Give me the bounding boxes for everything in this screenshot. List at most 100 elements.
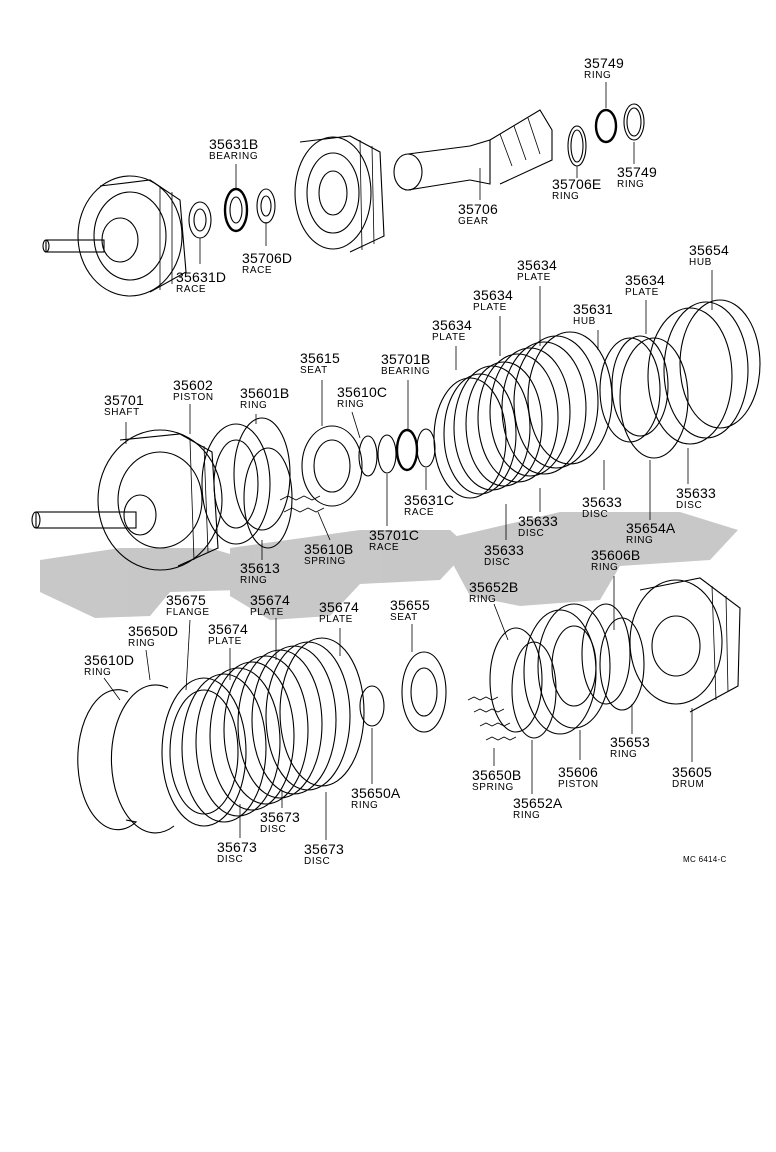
part-number: 35673 xyxy=(260,809,300,825)
part-name: SEAT xyxy=(390,612,418,623)
snap-ring-35610d xyxy=(77,689,138,831)
part-name: RING xyxy=(351,800,379,811)
part-number: 35673 xyxy=(217,839,257,855)
part-name: RING xyxy=(617,179,645,190)
part-number: 35654 xyxy=(689,242,729,258)
drum-35605 xyxy=(629,577,741,713)
ring-35706e xyxy=(567,125,587,167)
part-number: 35654A xyxy=(626,520,676,536)
part-number: 35653 xyxy=(610,734,650,750)
part-name: HUB xyxy=(689,257,712,268)
part-number: 35650A xyxy=(351,785,401,801)
hub-35654 xyxy=(647,299,761,445)
part-name: PLATE xyxy=(208,636,242,647)
ring-35652b xyxy=(489,627,543,733)
part-number: 35615 xyxy=(300,350,340,366)
part-name: PLATE xyxy=(432,332,466,343)
ring-35606b xyxy=(581,603,631,705)
part-name: RING xyxy=(84,667,112,678)
race-35631c xyxy=(416,428,436,468)
piston-35606 xyxy=(523,603,611,735)
part-number: 35606 xyxy=(558,764,598,780)
hub-35631 xyxy=(599,335,669,443)
part-number: 35706 xyxy=(458,201,498,217)
large-hub-top xyxy=(294,135,385,253)
part-name: RING xyxy=(240,400,268,411)
part-name: BEARING xyxy=(381,366,431,377)
ring-35650a xyxy=(359,685,385,727)
part-number: 35650B xyxy=(472,767,522,783)
part-number: 35706D xyxy=(242,250,293,266)
part-name: DISC xyxy=(217,854,244,865)
part-name: DISC xyxy=(582,509,609,520)
seat-35655 xyxy=(401,651,447,733)
ring-35654a xyxy=(619,337,689,459)
part-number: 35655 xyxy=(390,597,430,613)
part-number: 35601B xyxy=(240,385,290,401)
part-number: 35633 xyxy=(676,485,716,501)
part-name: DISC xyxy=(260,824,287,835)
part-name: RING xyxy=(337,399,365,410)
part-name: SEAT xyxy=(300,365,328,376)
part-number: 35610B xyxy=(304,541,354,557)
drawing-code: MC 6414-C xyxy=(683,855,727,864)
part-number: 35673 xyxy=(304,841,344,857)
leader-lines xyxy=(103,82,713,840)
part-name: PISTON xyxy=(173,392,214,403)
part-name: PLATE xyxy=(517,272,551,283)
part-name: DISC xyxy=(484,557,511,568)
clutch-drum-top-left xyxy=(42,175,187,297)
part-name: GEAR xyxy=(458,216,489,227)
part-number: 35706E xyxy=(552,176,602,192)
part-number: 35613 xyxy=(240,560,280,576)
part-name: RING xyxy=(513,810,541,821)
part-number: 35634 xyxy=(432,317,472,333)
part-number: 35652B xyxy=(469,579,519,595)
part-name: RING xyxy=(552,191,580,202)
part-number: 35631C xyxy=(404,492,455,508)
part-name: FLANGE xyxy=(166,607,210,618)
piston-35602 xyxy=(201,423,271,545)
part-number: 35634 xyxy=(517,257,557,273)
part-number: 35631B xyxy=(209,136,259,152)
part-name: BEARING xyxy=(209,151,259,162)
part-name: RING xyxy=(584,70,612,81)
race-35706d xyxy=(256,188,276,224)
part-name: RACE xyxy=(242,265,273,276)
part-name: DISC xyxy=(676,500,703,511)
ring-35601b xyxy=(233,417,291,531)
part-number: 35674 xyxy=(250,592,290,608)
part-name: PLATE xyxy=(250,607,284,618)
part-number: 35610D xyxy=(84,652,135,668)
part-name: SPRING xyxy=(304,556,346,567)
part-name: HUB xyxy=(573,316,596,327)
